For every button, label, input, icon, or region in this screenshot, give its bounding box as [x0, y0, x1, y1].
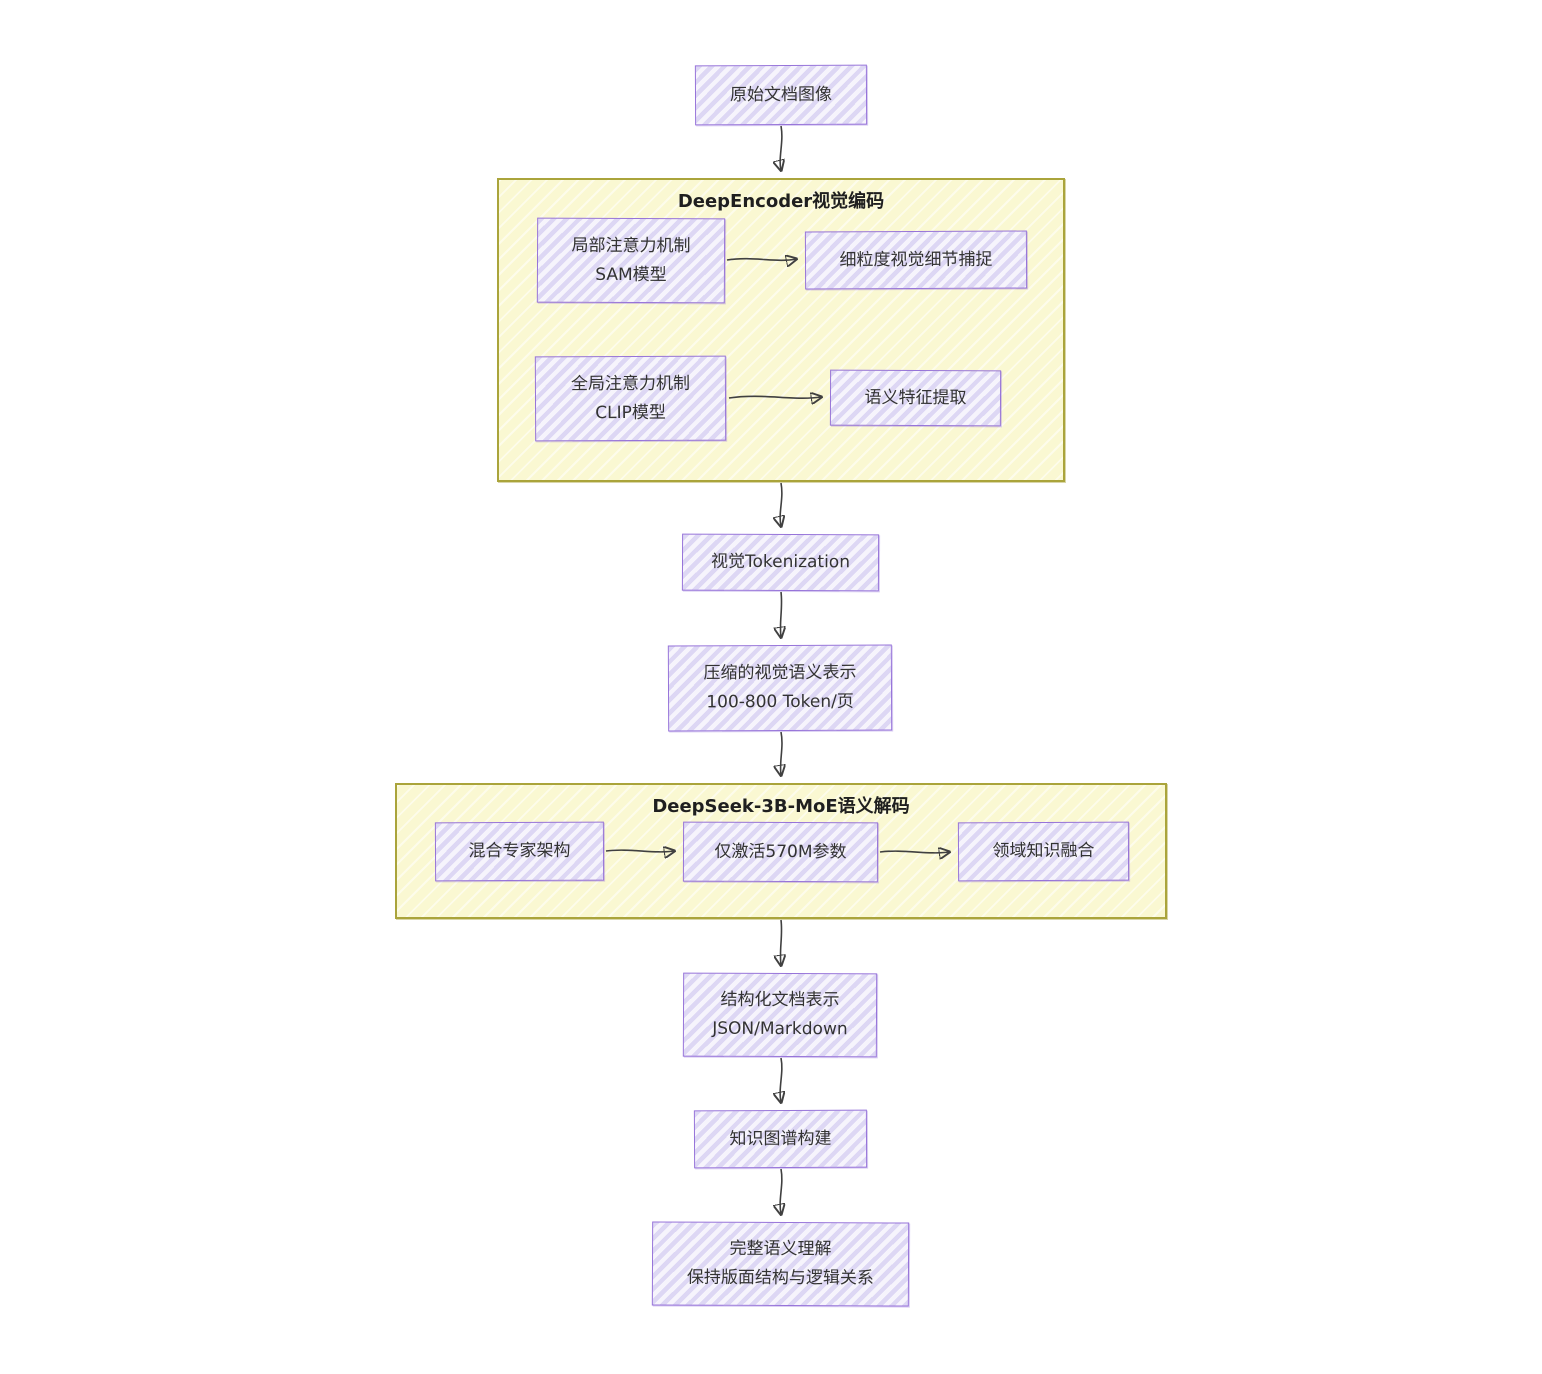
node-label: JSON/Markdown	[712, 1018, 848, 1040]
arrow-moe-to-activate	[605, 850, 674, 852]
node-label: 保持版面结构与逻辑关系	[686, 1267, 874, 1289]
node-complete-semantic-understanding: 完整语义理解 保持版面结构与逻辑关系	[651, 1221, 910, 1307]
node-knowledge-graph-construction: 知识图谱构建	[693, 1109, 868, 1169]
node-original-document-image: 原始文档图像	[694, 64, 868, 126]
node-fine-grained-detail-capture: 细粒度视觉细节捕捉	[804, 230, 1028, 290]
node-label: SAM模型	[595, 264, 667, 285]
container-encoder-title: DeepEncoder视觉编码	[677, 191, 885, 212]
node-label: 知识图谱构建	[729, 1128, 832, 1149]
node-label: 视觉Tokenization	[710, 551, 851, 573]
node-activated-params: 仅激活570M参数	[682, 821, 879, 883]
node-label: 混合专家架构	[468, 840, 571, 862]
node-label: 压缩的视觉语义表示	[703, 662, 857, 684]
node-label: 原始文档图像	[729, 84, 833, 105]
node-label: 完整语义理解	[729, 1238, 832, 1260]
node-label: 100-800 Token/页	[706, 691, 854, 713]
arrow-knowledge-graph-to-final	[780, 1168, 782, 1214]
arrow-tokenization-to-compressed	[780, 591, 781, 637]
arrow-activate-to-domain	[879, 851, 949, 853]
container-decoder-title: DeepSeek-3B-MoE语义解码	[652, 796, 910, 817]
node-label: 结构化文档表示	[720, 989, 840, 1011]
node-structured-document: 结构化文档表示 JSON/Markdown	[682, 972, 878, 1058]
node-label: 细粒度视觉细节捕捉	[839, 249, 993, 270]
node-global-attention-clip: 全局注意力机制 CLIP模型	[534, 355, 727, 442]
arrow-sam-to-fine-detail	[726, 259, 796, 261]
node-label: CLIP模型	[595, 402, 666, 423]
node-label: 语义特征提取	[864, 387, 967, 408]
node-compressed-visual-representation: 压缩的视觉语义表示 100-800 Token/页	[667, 644, 893, 732]
arrow-compressed-to-decoder	[781, 731, 782, 775]
node-label: 仅激活570M参数	[714, 841, 847, 862]
node-domain-knowledge-fusion: 领域知识融合	[957, 821, 1130, 882]
arrow-encoder-to-tokenization	[780, 482, 782, 526]
node-label: 领域知识融合	[992, 840, 1095, 862]
node-label: 全局注意力机制	[570, 373, 690, 394]
node-visual-tokenization: 视觉Tokenization	[681, 533, 880, 592]
arrow-decoder-to-structured	[780, 919, 781, 965]
node-semantic-feature-extraction: 语义特征提取	[829, 369, 1002, 427]
arrow-original-to-encoder	[780, 125, 782, 170]
node-label: 局部注意力机制	[571, 235, 691, 256]
node-local-attention-sam: 局部注意力机制 SAM模型	[536, 217, 726, 304]
arrow-clip-to-semantic-extract	[728, 396, 821, 398]
arrow-structured-to-knowledge-graph	[780, 1057, 782, 1102]
node-mixture-of-experts: 混合专家架构	[434, 821, 605, 882]
